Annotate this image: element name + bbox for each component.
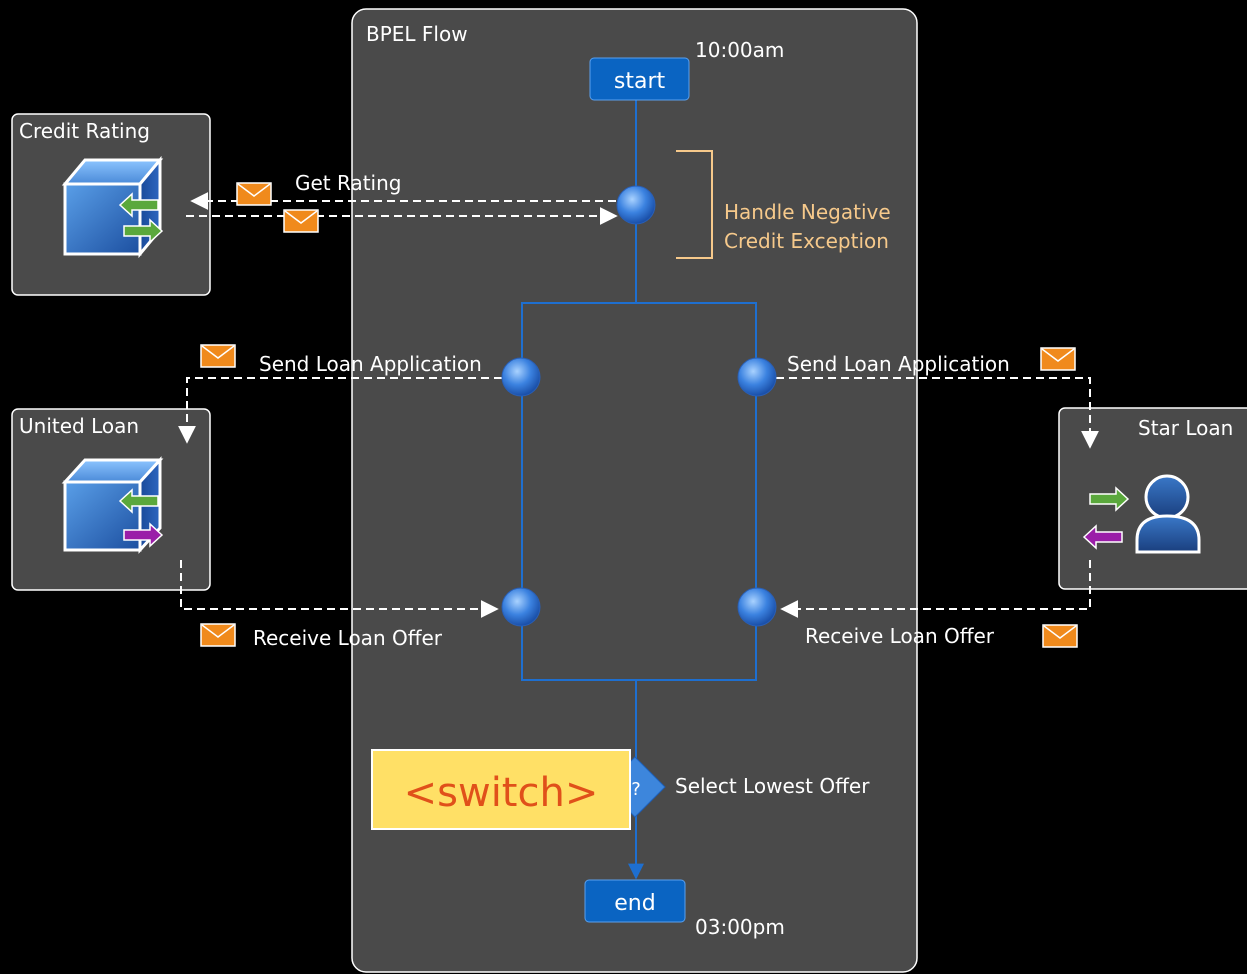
exception-bracket [676, 150, 713, 259]
send-united-node[interactable] [501, 357, 541, 397]
exception-text-line2: Credit Exception [724, 229, 889, 253]
envelope-icon [1042, 624, 1078, 648]
arrow-right-icon [123, 218, 164, 244]
end-time: 03:00pm [695, 915, 785, 939]
switch-label: <switch> [404, 770, 599, 816]
select-lowest-offer-label: Select Lowest Offer [675, 774, 870, 798]
arrow-left-icon [118, 192, 159, 218]
switch-label-box: <switch> [371, 749, 631, 830]
receive-star-node[interactable] [737, 587, 777, 627]
receive-left-line [180, 560, 499, 618]
invoke-credit-node[interactable] [616, 185, 656, 225]
end-node[interactable]: end [584, 879, 686, 923]
envelope-icon [1040, 347, 1076, 371]
bpel-flow-title: BPEL Flow [366, 22, 468, 46]
united-loan-title: United Loan [19, 414, 139, 438]
credit-rating-service-icon [61, 155, 164, 259]
envelope-icon [200, 344, 236, 368]
arrow-left-icon [118, 488, 159, 514]
send-right-line [776, 377, 1099, 449]
credit-rating-title: Credit Rating [19, 119, 150, 143]
start-node[interactable]: start [589, 57, 690, 101]
receive-right-label: Receive Loan Offer [805, 624, 995, 648]
receive-right-line [780, 560, 1091, 618]
parallel-flow-box [521, 302, 757, 681]
star-loan-title: Star Loan [1138, 416, 1233, 440]
bpel-flow-panel [351, 8, 918, 973]
start-time: 10:00am [695, 38, 784, 62]
end-label: end [614, 891, 655, 916]
receive-left-label: Receive Loan Offer [253, 626, 443, 650]
receive-united-node[interactable] [501, 587, 541, 627]
envelope-icon [200, 623, 236, 647]
send-right-label: Send Loan Application [787, 352, 1010, 376]
envelope-icon [283, 209, 319, 233]
united-loan-service-icon [61, 456, 164, 554]
star-loan-user-icon [1082, 474, 1201, 554]
send-left-line [178, 377, 502, 444]
envelope-icon [236, 182, 272, 206]
send-left-label: Send Loan Application [259, 352, 482, 376]
switch-glyph: ? [631, 779, 641, 800]
get-rating-label: Get Rating [295, 171, 401, 195]
arrow-right-icon [123, 522, 164, 548]
arrow-left-icon [1082, 524, 1123, 550]
send-star-node[interactable] [737, 357, 777, 397]
exception-text-line1: Handle Negative [724, 200, 891, 224]
arrow-right-icon [1089, 486, 1130, 512]
start-label: start [614, 69, 666, 94]
